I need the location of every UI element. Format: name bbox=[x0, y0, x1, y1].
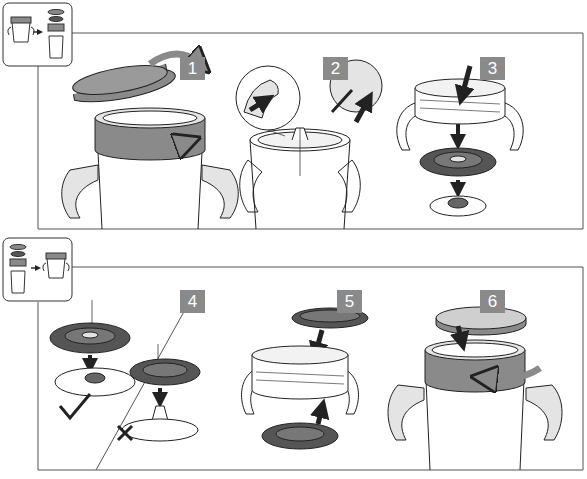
assemble-icon bbox=[11, 252, 25, 257]
cup-step-2 bbox=[300, 128, 301, 176]
valve-step-4 bbox=[158, 388, 162, 400]
valve-step-4 bbox=[60, 394, 90, 418]
valve-step-4 bbox=[65, 328, 115, 344]
disassemble-icon bbox=[3, 3, 72, 66]
disassemble-icon bbox=[11, 17, 31, 23]
cup-step-1 bbox=[95, 108, 205, 128]
valve-step-4 bbox=[158, 344, 159, 360]
step-number: 1 bbox=[188, 60, 197, 77]
cup-step-6 bbox=[425, 340, 525, 360]
cup-step-6 bbox=[388, 307, 562, 470]
cup-step-5 bbox=[252, 346, 348, 364]
assemble-icon bbox=[47, 258, 65, 278]
valve-step-4 bbox=[50, 290, 200, 470]
cup-step-2 bbox=[244, 80, 278, 118]
step-number: 3 bbox=[488, 60, 497, 77]
disassemble-icon bbox=[12, 22, 30, 42]
valve-step-4 bbox=[143, 363, 187, 377]
assemble-icon bbox=[31, 267, 38, 269]
panel-frame bbox=[38, 267, 583, 470]
cup-step-2 bbox=[236, 66, 300, 130]
cup-step-6 bbox=[458, 326, 462, 342]
cup-step-1 bbox=[103, 111, 197, 125]
disassemble-icon bbox=[49, 17, 63, 22]
valve-step-4 bbox=[55, 368, 135, 396]
disassemble-icon bbox=[3, 3, 72, 66]
panel-frame bbox=[38, 33, 583, 470]
cup-step-3 bbox=[420, 100, 500, 112]
cup-step-2 bbox=[356, 100, 368, 122]
valve-step-4 bbox=[50, 323, 130, 353]
assemble-icon bbox=[10, 259, 26, 266]
cup-step-1 bbox=[62, 165, 98, 218]
cup-step-5 bbox=[262, 423, 338, 449]
disassemble-icon bbox=[49, 36, 63, 58]
disassemble-icon bbox=[48, 10, 64, 15]
valve-step-4 bbox=[85, 373, 105, 383]
step-number: 5 bbox=[345, 293, 354, 310]
assemble-icon bbox=[3, 238, 72, 301]
cup-step-3 bbox=[420, 148, 496, 176]
cup-step-5 bbox=[256, 372, 344, 384]
cup-step-2 bbox=[236, 60, 382, 229]
cup-step-2 bbox=[330, 60, 382, 112]
cup-step-3 bbox=[456, 124, 460, 142]
cup-step-2 bbox=[250, 100, 266, 110]
step-number: 6 bbox=[488, 293, 497, 310]
cup-step-6 bbox=[526, 385, 562, 440]
cup-step-1 bbox=[71, 60, 170, 100]
valve-step-4 bbox=[130, 359, 200, 385]
disassemble-icon bbox=[48, 24, 64, 31]
step-number-box: 6 bbox=[480, 290, 505, 313]
disassemble-icon bbox=[8, 27, 34, 35]
cup-step-3 bbox=[456, 180, 460, 190]
cup-step-6 bbox=[388, 385, 424, 440]
cup-step-1 bbox=[62, 54, 239, 229]
panel-frame bbox=[38, 33, 583, 229]
assemble-icon bbox=[10, 245, 26, 250]
cup-step-3 bbox=[450, 156, 466, 162]
cup-step-6 bbox=[432, 343, 518, 357]
cup-step-5 bbox=[318, 408, 322, 424]
valve-step-4 bbox=[122, 419, 198, 441]
cup-step-5 bbox=[276, 427, 324, 441]
step-number-box: 1 bbox=[180, 57, 205, 80]
cup-step-1 bbox=[108, 140, 188, 149]
valve-step-4 bbox=[82, 332, 98, 338]
cup-step-6 bbox=[426, 380, 524, 470]
disassemble-icon bbox=[33, 31, 40, 33]
valve-step-4 bbox=[118, 426, 132, 440]
step-number-box: 2 bbox=[323, 57, 348, 80]
step-number-box: 5 bbox=[337, 290, 362, 313]
step-number: 4 bbox=[188, 293, 197, 310]
step-number-box: 3 bbox=[480, 57, 505, 80]
step-number-box: 4 bbox=[180, 290, 205, 313]
cup-step-1 bbox=[98, 152, 202, 229]
cup-step-2 bbox=[268, 130, 285, 136]
step-number: 2 bbox=[331, 60, 340, 77]
cup-step-6 bbox=[484, 368, 540, 379]
cup-step-1 bbox=[202, 165, 238, 218]
cup-step-3 bbox=[397, 66, 523, 216]
cup-step-3 bbox=[430, 196, 486, 216]
cup-step-2 bbox=[240, 160, 262, 212]
assemble-icon bbox=[3, 238, 72, 301]
cup-step-3 bbox=[434, 152, 482, 168]
cup-step-3 bbox=[448, 198, 468, 208]
assemble-icon bbox=[43, 263, 69, 271]
cup-step-5 bbox=[242, 308, 368, 449]
assemble-icon bbox=[11, 271, 25, 293]
cup-step-2 bbox=[338, 160, 360, 212]
cup-step-2 bbox=[332, 90, 352, 112]
cup-step-3 bbox=[462, 66, 470, 96]
valve-step-4 bbox=[88, 355, 92, 366]
assemble-icon bbox=[46, 253, 66, 259]
